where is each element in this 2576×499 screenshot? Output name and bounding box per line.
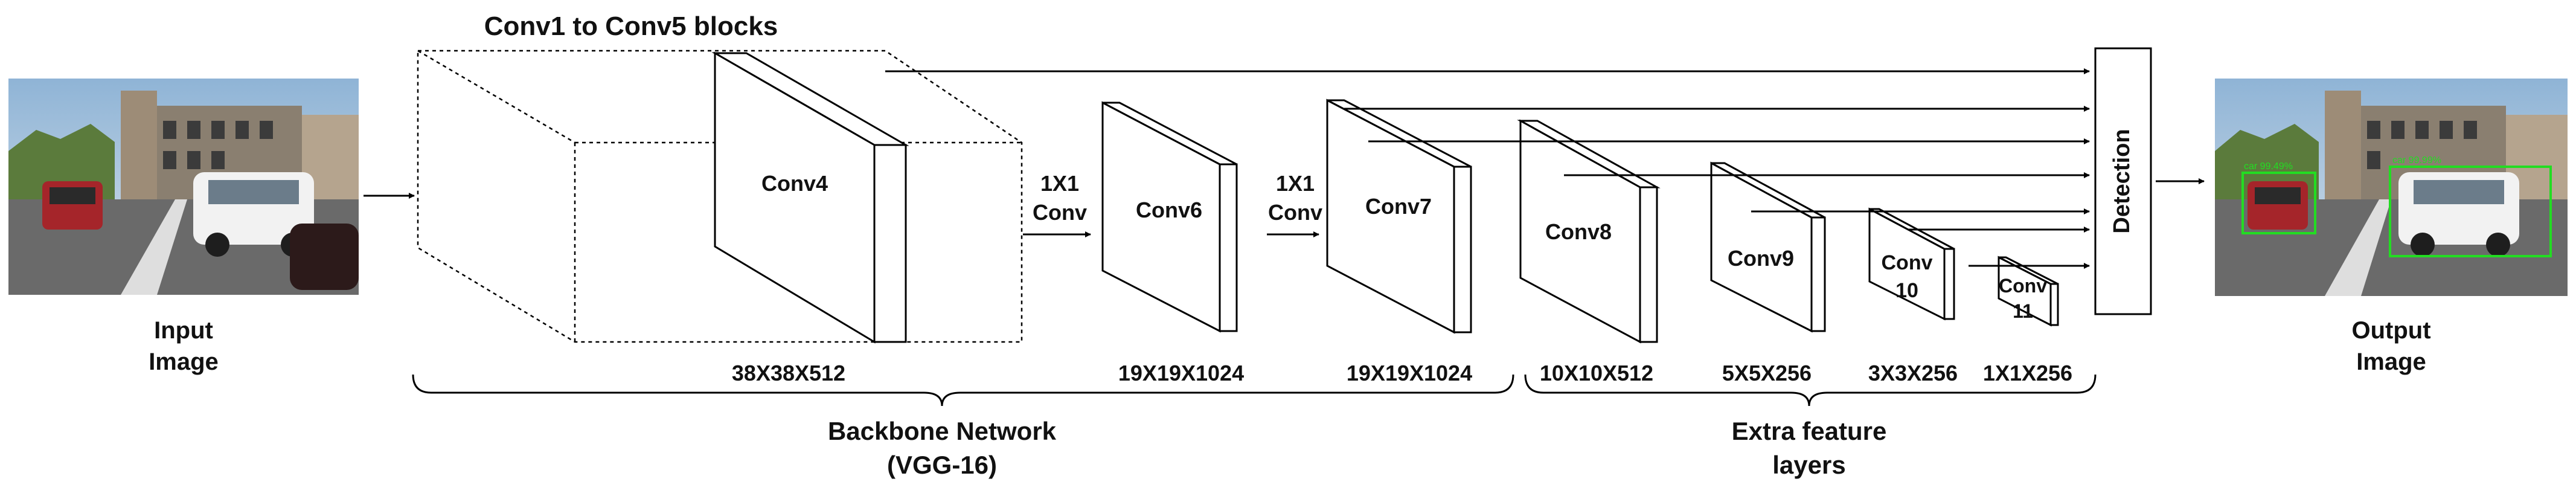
conv10-label-line1: Conv [1882,251,1933,274]
detection-label: Detection [2109,129,2135,233]
conv1x1-a-line2: Conv [1033,200,1087,225]
feature-to-detection-arrows [885,68,2090,269]
conv1x1-a-line1: 1X1 [1040,171,1079,196]
conv7-dims: 19X19X1024 [1347,361,1472,385]
conv6-dims: 19X19X1024 [1118,361,1244,385]
conv1-5-caption: Conv1 to Conv5 blocks [484,11,778,41]
detection-box-car-1 [2241,172,2316,234]
output-image-label-line1: Output [2351,317,2430,344]
conv8-label: Conv8 [1545,219,1612,244]
input-image [8,79,359,295]
input-image-label-line2: Image [149,349,219,375]
conv9-layer [1710,161,1826,333]
conv6-layer [1101,101,1238,333]
extra-layers-label-line2: layers [1772,451,1845,479]
conv11-layer [1998,256,2059,327]
extra-layers-brace [1524,374,2097,407]
conv9-label: Conv9 [1728,246,1794,271]
conv1x1-b-line2: Conv [1268,200,1322,225]
backbone-brace [412,374,1514,407]
conv6-label: Conv6 [1136,198,1202,222]
detection-box-car-1-label: car 99.49% [2244,161,2293,172]
conv4-dims: 38X38X512 [732,361,845,385]
conv11-label-line2: 11 [2013,300,2033,322]
detection-box-car-2 [2389,166,2552,257]
extra-layers-label-line1: Extra feature [1732,417,1887,445]
conv4-layer [711,51,909,344]
conv7-layer [1326,98,1472,334]
detection-box-car-2-label: car 99.99% [2392,155,2441,166]
conv1-5-block [417,50,1023,343]
input-image-label-line1: Input [154,317,213,344]
detection-box [2094,47,2152,315]
conv9-dims: 5X5X256 [1722,361,1812,385]
conv7-label: Conv7 [1365,194,1432,219]
output-image-label-line2: Image [2356,349,2426,375]
conv1x1-b-line1: 1X1 [1276,171,1315,196]
conv10-label-line2: 10 [1895,279,1918,302]
backbone-label-line1: Backbone Network [828,417,1057,445]
output-image [2215,79,2568,296]
conv11-dims: 1X1X256 [1983,361,2072,385]
conv8-dims: 10X10X512 [1540,361,1653,385]
conv10-dims: 3X3X256 [1868,361,1958,385]
conv4-label: Conv4 [761,171,828,196]
backbone-label-line2: (VGG-16) [887,451,997,479]
conv11-label-line1: Conv [1999,275,2047,297]
